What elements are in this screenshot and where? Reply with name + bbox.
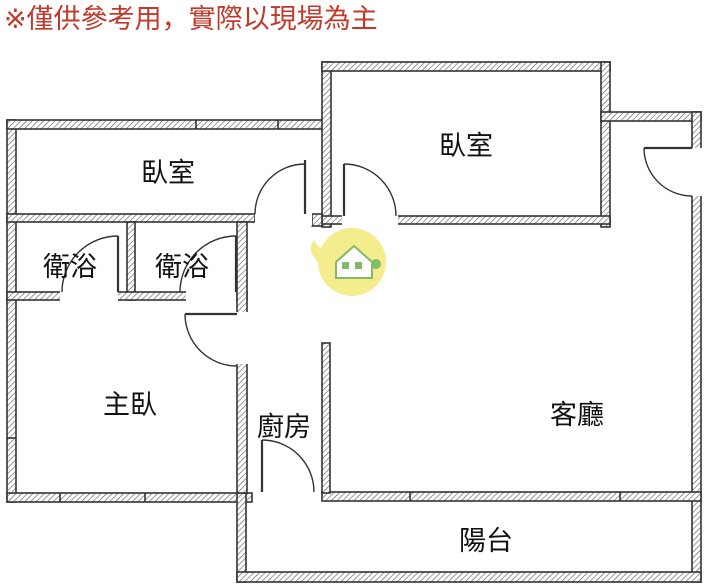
door-icon — [643, 146, 693, 197]
doors — [61, 146, 693, 493]
house-logo-icon — [310, 228, 386, 296]
door-icon — [184, 312, 238, 367]
inner-walls — [6, 213, 611, 494]
room-label-bath-right: 衛浴 — [155, 252, 209, 283]
room-label-balcony: 陽台 — [459, 526, 513, 557]
disclaimer-note: ※僅供參考用，實際以現場為主 — [4, 4, 378, 35]
room-label-bedroom-right: 臥室 — [439, 131, 493, 162]
door-icon — [254, 160, 307, 215]
window-lines — [7, 120, 621, 502]
room-label-bath-left: 衛浴 — [43, 252, 97, 283]
room-label-kitchen: 廚房 — [257, 412, 311, 443]
room-label-bedroom-left: 臥室 — [141, 158, 195, 189]
room-label-living-room: 客廳 — [550, 400, 604, 431]
door-openings — [60, 148, 704, 503]
room-label-master-bedroom: 主臥 — [103, 390, 157, 421]
door-icon — [260, 439, 315, 493]
outer-walls — [6, 61, 702, 583]
room-labels: 臥室 臥室 衛浴 衛浴 主臥 廚房 客廳 陽台 — [43, 131, 604, 557]
door-icon — [179, 235, 238, 293]
door-icon — [61, 235, 120, 293]
door-icon — [342, 163, 397, 217]
